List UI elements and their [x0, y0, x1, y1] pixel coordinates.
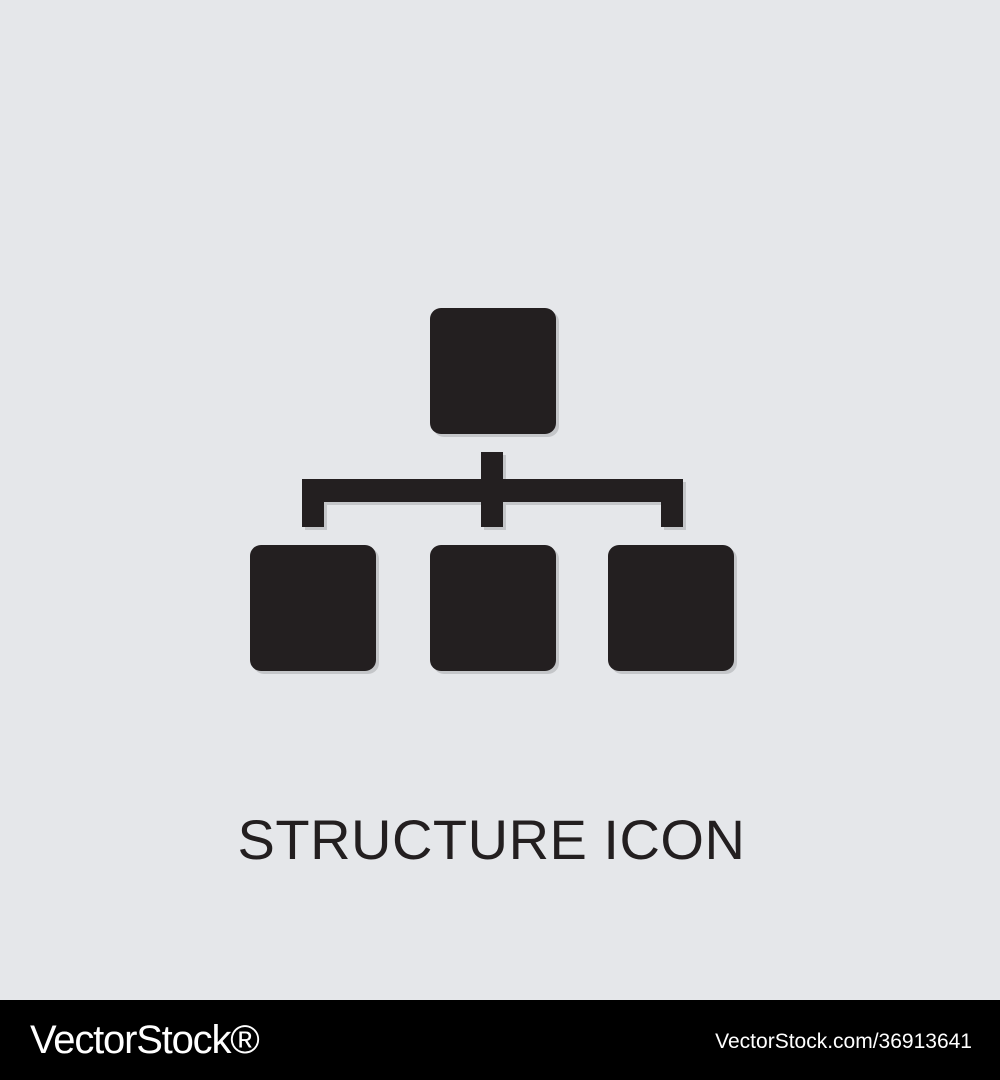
watermark-footer: VectorStock® VectorStock.com/36913641 — [0, 1000, 1000, 1080]
image-id: VectorStock.com/36913641 — [715, 1030, 972, 1053]
connector-lines — [302, 452, 683, 527]
top-node-box — [430, 308, 556, 434]
right-node-box — [608, 545, 734, 671]
icon-shapes — [250, 308, 734, 671]
brand-logo: VectorStock® — [30, 1018, 260, 1062]
icon-canvas: STRUCTURE ICON — [237, 308, 746, 871]
structure-icon — [250, 308, 737, 674]
left-node-box — [250, 545, 376, 671]
center-node-box — [430, 545, 556, 671]
icon-caption: STRUCTURE ICON — [237, 808, 746, 871]
